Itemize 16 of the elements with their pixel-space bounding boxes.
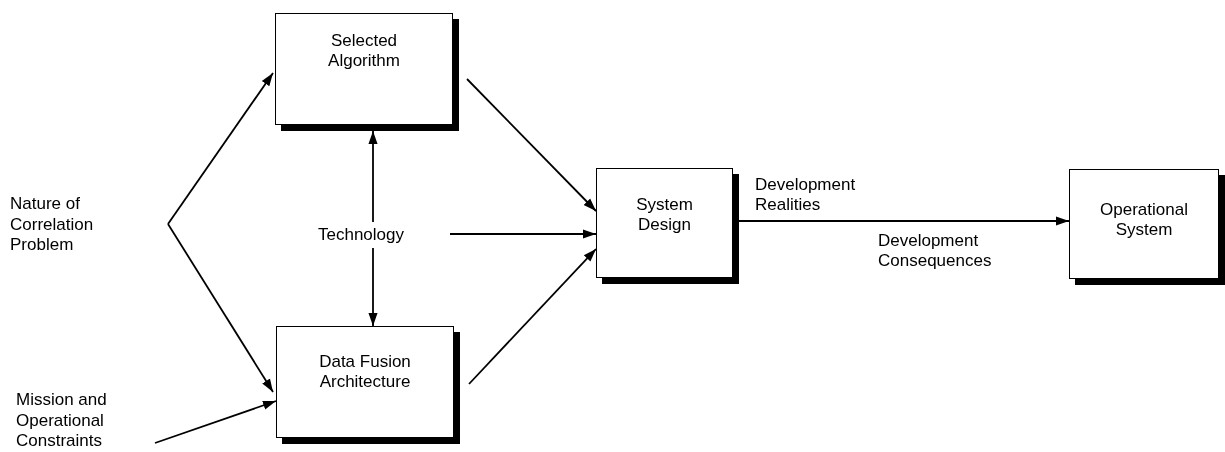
arrow	[368, 247, 378, 327]
arrow	[468, 248, 597, 385]
box-label: Operational System	[1099, 199, 1189, 241]
arrow	[466, 78, 597, 212]
arrow	[154, 400, 277, 444]
input-label: Technology	[318, 224, 404, 246]
arrow	[167, 223, 274, 393]
box-label: Data Fusion Architecture	[318, 351, 412, 393]
arrow	[449, 229, 597, 239]
arrow	[368, 130, 378, 223]
box-label: System Design	[635, 194, 694, 236]
input-label: Nature of Correlation Problem	[10, 194, 95, 256]
box-label: Selected Algorithm	[327, 30, 401, 72]
input-label: Mission and Operational Constraints	[16, 390, 108, 452]
arrow	[167, 72, 274, 225]
arrow	[738, 216, 1070, 226]
